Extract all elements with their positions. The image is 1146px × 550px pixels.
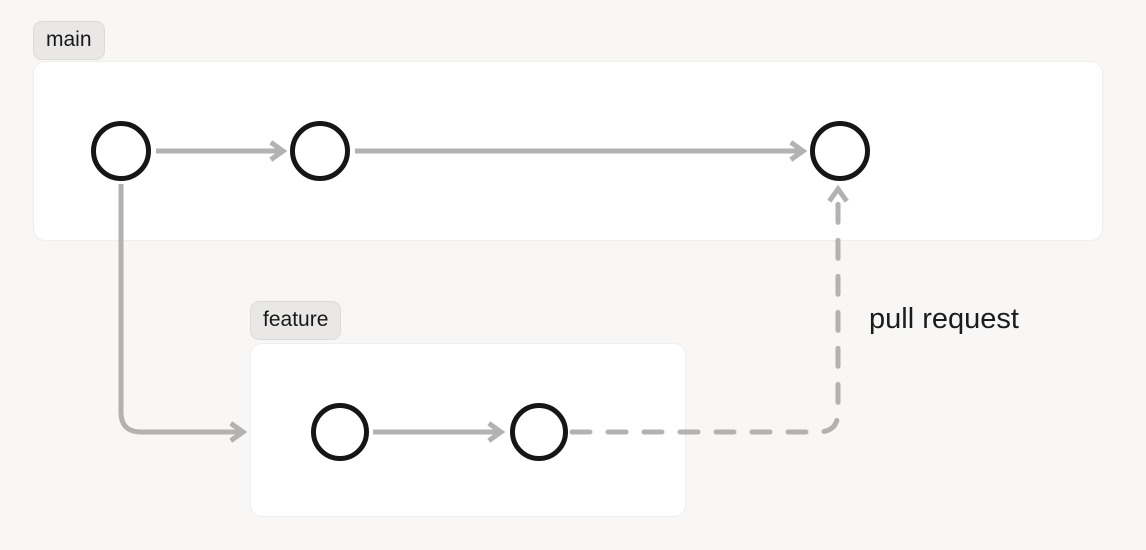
pull-request-label: pull request [869,303,1019,335]
commit-node-main-2[interactable] [290,121,350,181]
branch-badge-feature[interactable]: feature [250,301,342,340]
commit-node-feature-2[interactable] [510,403,568,461]
branch-badge-main[interactable]: main [33,21,105,60]
arrowhead-feature-c2-pull-request-to-main-c3 [827,184,849,203]
arrowhead-main-c2-to-main-c3 [789,140,808,162]
edge-main-c1-branch-to-feature [118,184,243,435]
commit-node-main-3[interactable] [810,121,870,181]
commit-node-main-1[interactable] [91,121,151,181]
edge-feature-c2-pull-request-to-main-c3 [569,186,841,435]
commit-node-feature-1[interactable] [311,403,369,461]
arrowhead-main-c1-to-main-c2 [269,140,288,162]
arrowhead-feature-c1-to-feature-c2 [487,421,506,443]
arrowhead-main-c1-branch-to-feature [229,421,248,443]
